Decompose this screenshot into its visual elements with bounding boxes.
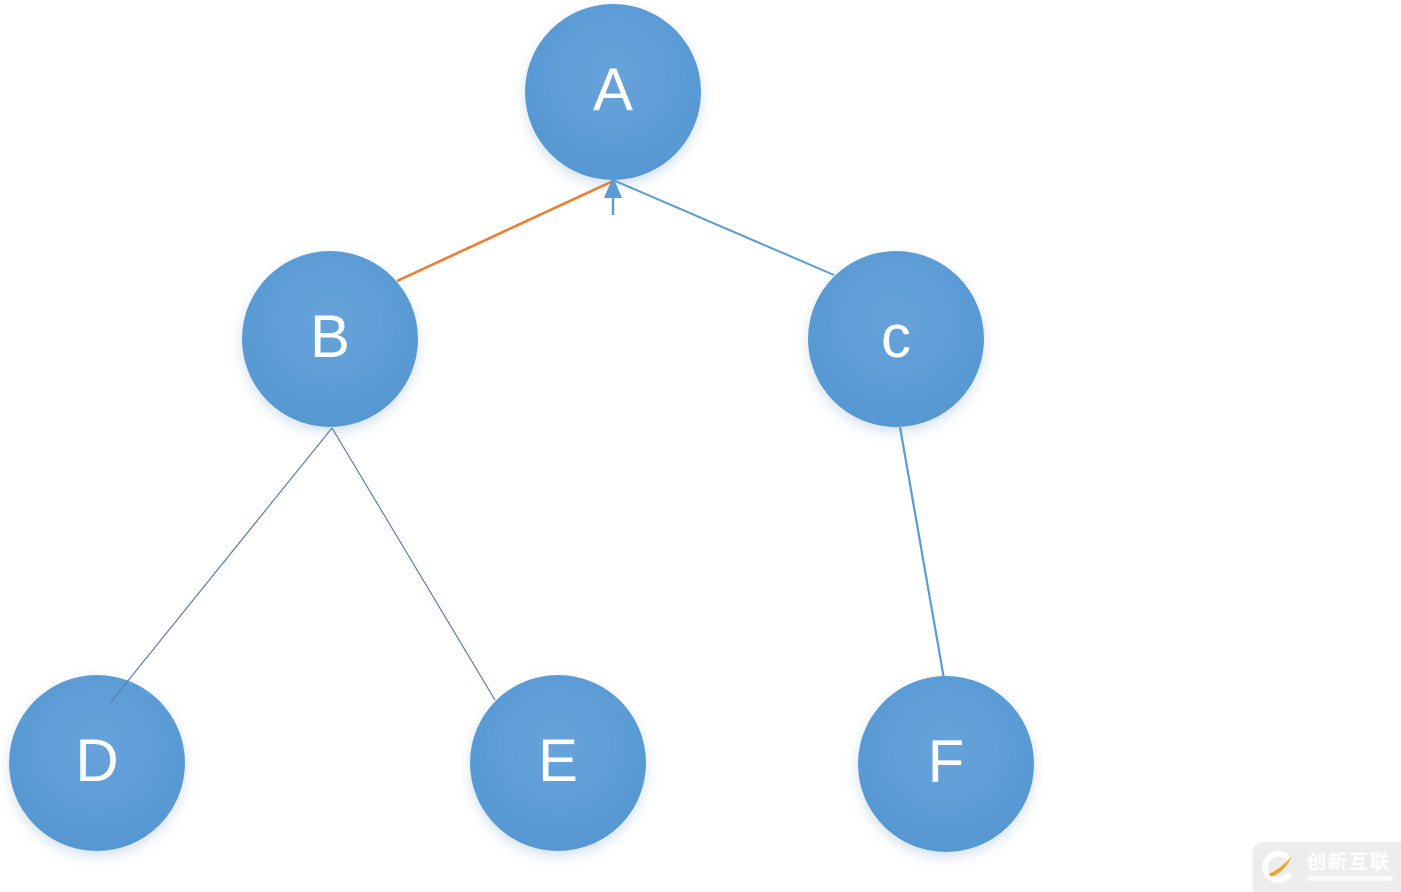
edge-a-c	[612, 179, 835, 276]
node-c: c	[808, 251, 984, 427]
node-f: F	[858, 676, 1034, 852]
edge-b-e	[331, 427, 496, 701]
node-a-label: A	[592, 56, 634, 123]
watermark-logo-swoosh	[1268, 855, 1293, 877]
node-e-label: E	[537, 727, 579, 794]
node-f-label: F	[927, 728, 965, 795]
edge-c-f	[898, 426, 946, 680]
node-b-label: B	[309, 303, 351, 370]
edge-b-d	[109, 427, 333, 704]
watermark-text: 创新互联	[1307, 852, 1392, 874]
watermark-logo-icon	[1260, 848, 1298, 886]
node-a: A	[525, 4, 701, 180]
node-e: E	[470, 675, 646, 851]
node-b: B	[242, 251, 418, 427]
node-d: D	[9, 675, 185, 851]
node-d-label: D	[75, 727, 119, 794]
watermark-badge: 创新互联	[1253, 842, 1401, 892]
arrowhead-up-icon	[604, 177, 622, 198]
edge-b-a	[396, 179, 614, 283]
node-c-label: c	[881, 303, 911, 370]
watermark-logo-ring	[1262, 850, 1292, 884]
watermark-subtext-bar	[1307, 875, 1393, 881]
